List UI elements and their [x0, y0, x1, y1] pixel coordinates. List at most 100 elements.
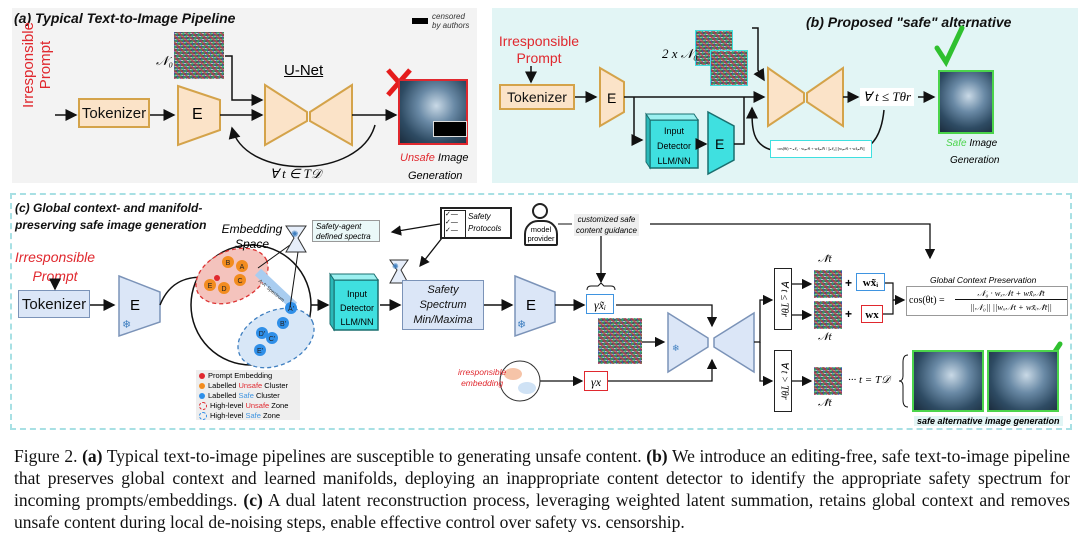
panel-c-title-line2: preserving safe image generation [15, 218, 207, 232]
person-head-icon [532, 203, 548, 219]
blue-dot-icon [199, 393, 205, 400]
checklist-icon: ✓—✓—✓— [444, 210, 466, 238]
panel-c-unet-down [667, 311, 709, 374]
panel-a-tokenizer: Tokenizer [78, 98, 150, 128]
panel-c-encoder-label: E [130, 297, 141, 314]
safe-cluster: A'B'C'D'E' [254, 302, 297, 356]
plus-sign-2: + [845, 307, 853, 321]
mini-unsafe-zone [504, 368, 522, 380]
line-to-safety-agent-2 [289, 251, 299, 308]
safety-spectrum-box: Safety Spectrum Min/Maxima [402, 280, 484, 330]
image-word: Image [434, 152, 469, 164]
brain-icon-2: ✺ [392, 262, 399, 271]
irr-emb-line2: embedding [461, 378, 504, 388]
legend-item: Labelled Safe Cluster [199, 391, 297, 401]
unsafe-point-label: D [221, 286, 226, 293]
safe-point-label: B' [280, 321, 286, 328]
panel-b-noise-image-2 [710, 50, 748, 86]
gamma-safe-box: γx̃ᵢ [586, 294, 614, 314]
panel-c-title-line1: (c) Global context- and manifold- [15, 201, 203, 215]
latent-tilde-label-top: 𝒩̃t [818, 253, 832, 265]
panel-a-encoder-label: E [192, 106, 203, 123]
arrow-protocols-to-spectrum [419, 237, 443, 268]
model-provider-body: model provider [524, 220, 558, 246]
panel-c-tokenizer: Tokenizer [18, 290, 90, 318]
panel-c-prompt-label: Irresponsible Prompt [14, 248, 96, 286]
spectrum-band [254, 268, 298, 310]
panel-c-encoder2-shape [514, 274, 556, 338]
panel-b-prompt-line2: Prompt [516, 50, 562, 66]
panel-a-loop-label: ∀ t ∈ T𝒟 [270, 166, 322, 181]
legend-item: Labelled Unsafe Cluster [199, 381, 297, 391]
panel-c-noise-image [598, 318, 642, 364]
unet-to-lower-branch [759, 342, 774, 387]
caption-a-text: Typical text-to-image pipelines are susc… [102, 446, 647, 466]
condition-upper-label: ∀ t ≤ Tθr [778, 280, 790, 317]
censor-legend-swatch [412, 18, 428, 24]
unet-down-shape [264, 83, 308, 147]
unsafe-point-label: A [240, 264, 245, 271]
detector-c-line-1: Input [346, 289, 368, 299]
guidance-label: customized safe content guidance [574, 214, 639, 236]
latent-lower-image [814, 367, 842, 395]
panel-b-formula: cos(θt) = 𝒩₀ · wₓ𝒩t + wx̃ᵢ𝒩̃t / ||𝒩₀|| |… [770, 140, 872, 158]
unsafe-point [218, 282, 230, 294]
gamma-brace [586, 282, 616, 291]
gamma-safe-to-unet [616, 304, 718, 328]
unsafe-point [204, 279, 216, 291]
panel-b-prompt-line1: Irresponsible [498, 33, 580, 49]
unsafe-point-label: E [208, 283, 213, 290]
panel-b-encoder2-label: E [715, 136, 725, 152]
censor-bar [433, 121, 467, 137]
caption-b-text: We introduce an editing-free, safe text-… [14, 446, 1070, 510]
latent-tilde-label-bottom: 𝒩̃t [818, 397, 832, 409]
detector-line-2: Detector [656, 141, 691, 151]
detector-line-3: LLM/NN [657, 156, 691, 166]
frozen-snowflake-icon-3: ❄ [672, 343, 680, 353]
panel-a-title: (a) Typical Text-to-Image Pipeline [14, 10, 236, 26]
global-context-formula: cos(θt) = 𝒩₀ · wₓ𝒩t + wx̃ᵢ𝒩̃t ||𝒩₀|| ||w… [906, 286, 1068, 316]
provider-line1: model [530, 225, 552, 234]
safe-point-label: C' [269, 336, 275, 343]
safe-output-image-c1 [912, 350, 984, 412]
safe-point-label: E' [257, 348, 263, 355]
latent-tilde-image [814, 270, 842, 298]
panel-c-detector-label: Input Detector LLM/NN [335, 287, 379, 329]
safety-agent-line2: defined spectra [316, 232, 371, 241]
panel-b-encoder-shape [599, 66, 625, 128]
panel-b-unet-up [806, 66, 844, 128]
figure-caption: Figure 2. (a) Typical text-to-image pipe… [14, 445, 1070, 533]
orange-dot-icon [199, 383, 205, 390]
panel-b-detector-label: Input Detector LLM/NN [652, 124, 696, 169]
arrow-noise-to-unet-b [752, 27, 765, 82]
safe-point [277, 317, 289, 329]
panel-b-title: (b) Proposed "safe" alternative [806, 14, 1012, 30]
brain-icon: ✺ [291, 229, 299, 239]
panel-c-prompt-line2: Prompt [32, 268, 78, 284]
safety-protocols-label: Safety Protocols [468, 211, 501, 235]
formula-lhs: cos(θt) = [909, 295, 945, 306]
safe-point [256, 327, 268, 339]
guidance-line1: customized safe [577, 215, 636, 224]
censor-legend-text: censored by authors [432, 12, 470, 30]
panel-b-noise-label: 2 x 𝒩₀ [662, 46, 698, 61]
unet-up-shape [309, 83, 353, 147]
latent-label: 𝒩t [818, 331, 832, 343]
legend-item: Prompt Embedding [199, 371, 297, 381]
panel-a-denoise-loop-arrow [228, 124, 376, 168]
irresponsible-embedding-label: irresponsible embedding [458, 367, 506, 389]
unsafe-zone [195, 247, 269, 305]
legend-item: High-level Safe Zone [199, 411, 297, 421]
unsafe-point [234, 274, 246, 286]
final-step-label: ··· t = T𝒟 [848, 374, 890, 386]
detector-box-top-c [329, 273, 379, 281]
protocols-line2: Protocols [468, 224, 502, 233]
frozen-snowflake-icon-2: ❄ [517, 319, 527, 331]
caption-b-tag: (b) [646, 446, 668, 466]
safe-output-label-c: safe alternative image generation [914, 416, 1063, 426]
panel-a-noise-label: 𝒩₀ [156, 53, 173, 68]
weight-safe-box: wx̃ᵢ [856, 273, 885, 291]
unsafe-point [236, 260, 248, 272]
red-dot-icon [199, 373, 205, 380]
panel-b-encoder2-shape [707, 110, 735, 176]
